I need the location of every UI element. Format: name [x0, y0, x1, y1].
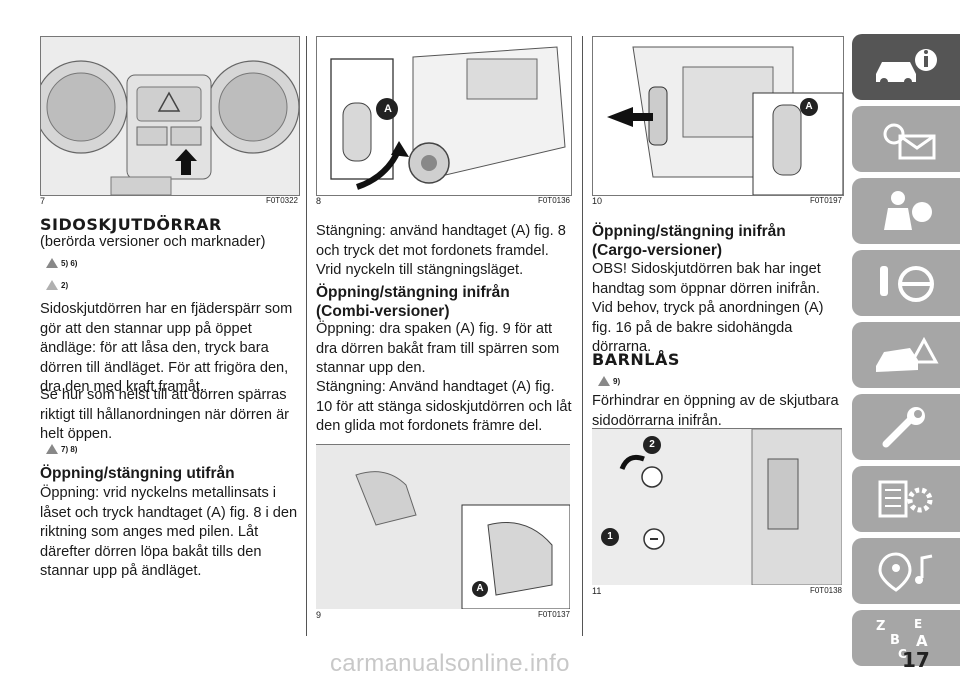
warning-triangle-icon	[46, 444, 58, 454]
sidebar-tab-multimedia[interactable]	[852, 538, 960, 604]
figure-10-caption: 10 F0T0197	[592, 196, 842, 206]
paragraph-utifran: Öppning: vrid nyckelns metallinsats i lå…	[40, 485, 298, 580]
callout-a: A	[476, 583, 484, 594]
figure-9-caption: 9 F0T0137	[316, 610, 570, 620]
caution-triangle-icon	[46, 280, 58, 290]
figure-7-dashboard-vents	[40, 36, 300, 196]
section-subtitle: (berörda versioner och marknader)	[40, 234, 266, 250]
callout-1: 1	[607, 531, 613, 542]
paragraph-oppning-combi: Öppning: dra spaken (A) fig. 9 för att d…	[316, 321, 560, 377]
warning-ref-text: 5) 6)	[61, 258, 78, 268]
sidebar-tab-warning-lights[interactable]	[852, 106, 960, 172]
figure-10-cargo-door-handle: A	[592, 36, 844, 196]
svg-text:A: A	[916, 632, 928, 650]
figure-number: 9	[316, 610, 322, 620]
section-title-barnlas: BARNLÅS	[592, 350, 680, 369]
watermark: carmanualsonline.info	[330, 650, 570, 677]
paragraph-sidoskjut-intro: Sidoskjutdörren har en fjäderspärr som g…	[40, 301, 293, 396]
wrench-icon	[882, 407, 925, 448]
subheading-inifran-cargo: Öppning/stängning inifrån (Cargo-version…	[592, 223, 786, 259]
sidebar-tab-starting-driving[interactable]	[852, 250, 960, 316]
figure-number: 7	[40, 196, 46, 206]
paragraph-stangning-utifran: Stängning: använd handtaget (A) fig. 8 o…	[316, 223, 566, 279]
crash-car-icon	[876, 336, 939, 372]
car-info-icon	[876, 49, 937, 86]
warning-ref-2: 2)	[46, 280, 68, 290]
svg-text:C: C	[898, 647, 907, 660]
figure-11-caption: 11 F0T0138	[592, 586, 842, 596]
figure-8-van-side-door: A	[316, 36, 572, 196]
paragraph-cargo-obs: OBS! Sidoskjutdörren bak har inget handt…	[592, 261, 824, 356]
warning-ref-text: 2)	[61, 280, 69, 290]
sidebar-tab-technical-specs[interactable]	[852, 466, 960, 532]
warning-triangle-icon	[46, 258, 58, 268]
paragraph-stangning-combi: Stängning: Använd handtaget (A) fig. 10 …	[316, 379, 572, 435]
sidebar-tab-emergency[interactable]	[852, 322, 960, 388]
callout-2: 2	[649, 439, 655, 450]
figure-number: 8	[316, 196, 322, 206]
warning-ref-barnlas: 9)	[598, 376, 620, 386]
figure-code: F0T0138	[809, 586, 842, 595]
figure-8-caption: 8 F0T0136	[316, 196, 570, 206]
subheading-utifran: Öppning/stängning utifrån	[40, 465, 235, 482]
figure-number: 10	[592, 196, 603, 206]
sidebar-tab-safety[interactable]	[852, 178, 960, 244]
music-nav-icon	[878, 552, 933, 592]
callout-a: A	[384, 103, 392, 115]
figure-9-interior-lever: A	[316, 444, 570, 609]
sidebar-tab-vehicle-info[interactable]	[852, 34, 960, 100]
callout-a: A	[805, 101, 813, 112]
section-title-sidoskjutdorrar: SIDOSKJUTDÖRRAR	[40, 215, 222, 234]
warning-lights-icon	[883, 123, 936, 160]
figure-number: 11	[592, 586, 602, 596]
column-divider	[306, 36, 307, 636]
sidebar-tab-index[interactable]: Z E B A C	[852, 610, 960, 666]
warning-triangle-icon	[598, 376, 610, 386]
index-letters-icon: Z E B A C	[876, 617, 928, 660]
figure-7-caption: 7 F0T0322	[40, 196, 298, 206]
warning-ref-3: 7) 8)	[46, 444, 77, 454]
figure-11-child-lock: 2 1	[592, 428, 842, 585]
sidebar-tab-maintenance[interactable]	[852, 394, 960, 460]
svg-text:E: E	[914, 617, 922, 631]
paragraph-sidoskjut-spärr: Se hur som helst till att dörren spärras…	[40, 387, 290, 443]
figure-code: F0T0136	[537, 196, 570, 205]
key-steering-icon	[880, 266, 934, 302]
figure-code: F0T0322	[265, 196, 298, 205]
warning-ref-text: 9)	[613, 376, 621, 386]
subheading-inifran-combi: Öppning/stängning inifrån (Combi-version…	[316, 284, 510, 320]
warning-ref-text: 7) 8)	[61, 444, 78, 454]
airbag-icon	[884, 191, 932, 230]
figure-code: F0T0197	[809, 196, 842, 205]
svg-text:Z: Z	[876, 619, 885, 634]
paragraph-barnlas: Förhindrar en öppning av de skjutbara si…	[592, 393, 839, 429]
svg-text:B: B	[890, 633, 900, 648]
specs-gear-icon	[878, 480, 933, 518]
warning-ref-1: 5) 6)	[46, 258, 77, 268]
page-number: 17	[902, 648, 930, 672]
figure-code: F0T0137	[537, 610, 570, 619]
column-divider	[582, 36, 583, 636]
